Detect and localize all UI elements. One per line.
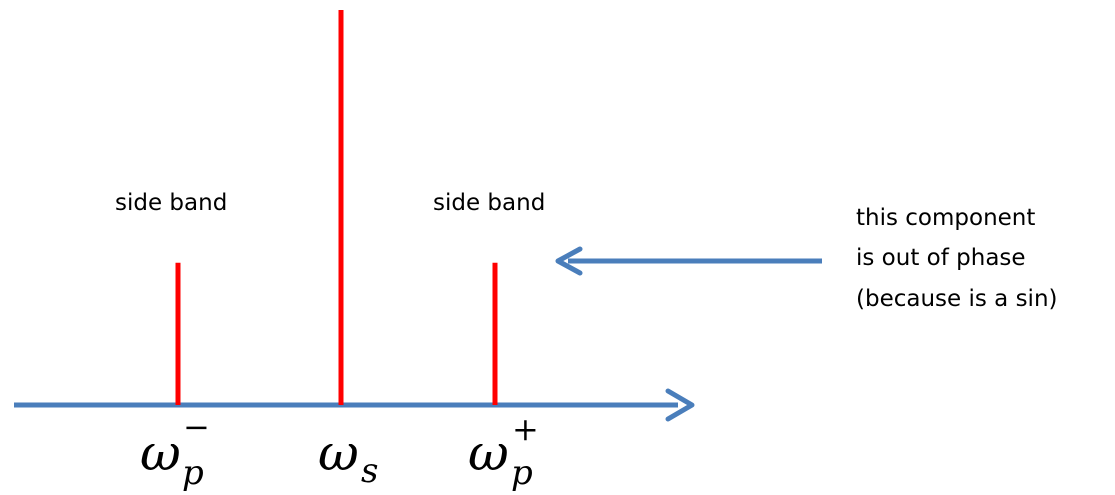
omega-symbol: ω — [318, 424, 359, 482]
plus-superscript: + — [512, 410, 539, 448]
math-label-omega-p-plus: ω + p — [468, 410, 539, 493]
axis-arrowhead — [665, 388, 695, 422]
annotation-line-1: this component — [856, 205, 1035, 231]
s-subscript: s — [361, 451, 378, 491]
annotation-arrow — [555, 246, 822, 276]
spectral-lines — [175, 10, 498, 405]
left-side-band-label: side band — [115, 190, 227, 216]
right-side-band-label: side band — [433, 190, 545, 216]
p-subscript: p — [182, 453, 204, 493]
annotation-line-3: (because is a sin) — [856, 286, 1058, 312]
frequency-axis — [14, 388, 695, 422]
p-subscript: p — [511, 453, 533, 493]
omega-symbol: ω — [140, 424, 181, 482]
annotation-text: this component is out of phase (because … — [856, 205, 1058, 312]
annotation-arrowhead — [555, 246, 583, 276]
omega-symbol: ω — [468, 424, 509, 482]
annotation-line-2: is out of phase — [856, 245, 1026, 271]
math-label-omega-p-minus: ω − p — [140, 408, 210, 493]
minus-superscript: − — [183, 408, 210, 446]
math-label-omega-s: ω s — [318, 424, 378, 491]
